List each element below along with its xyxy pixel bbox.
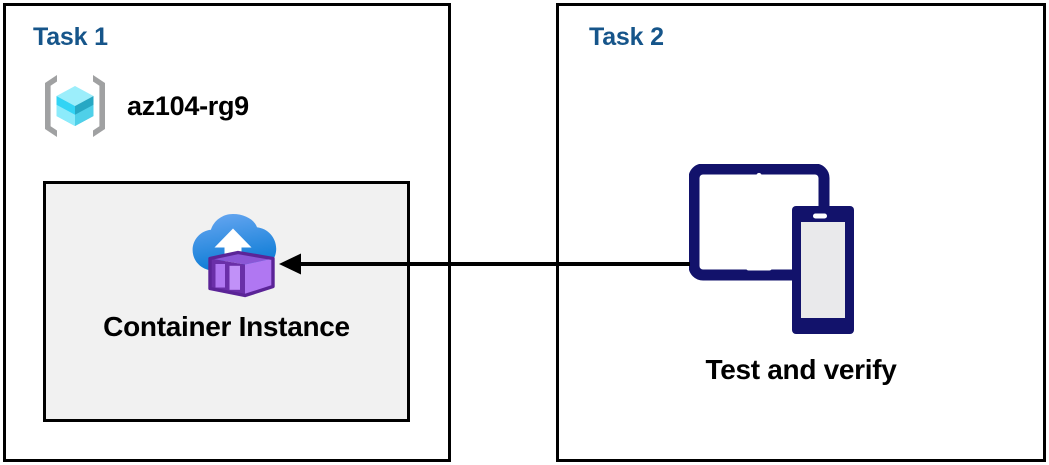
panel-task-2: Task 2 Test and verify [556, 3, 1046, 462]
container-instance-label: Container Instance [103, 311, 350, 342]
resource-group-row: az104-rg9 [37, 68, 249, 144]
panel-task-1-title: Task 1 [33, 23, 108, 51]
azure-container-instances-icon [192, 214, 277, 298]
flow-arrow [279, 253, 690, 275]
resource-group-label: az104-rg9 [127, 90, 249, 121]
panel-task-1: Task 1 az104-rg9 [3, 3, 451, 462]
devices-tablet-phone-icon [689, 164, 854, 334]
panel-task-2-title: Task 2 [589, 23, 664, 51]
azure-resource-group-icon [45, 75, 105, 137]
test-and-verify-label: Test and verify [705, 354, 897, 385]
container-instance-card: Container Instance [43, 181, 410, 422]
